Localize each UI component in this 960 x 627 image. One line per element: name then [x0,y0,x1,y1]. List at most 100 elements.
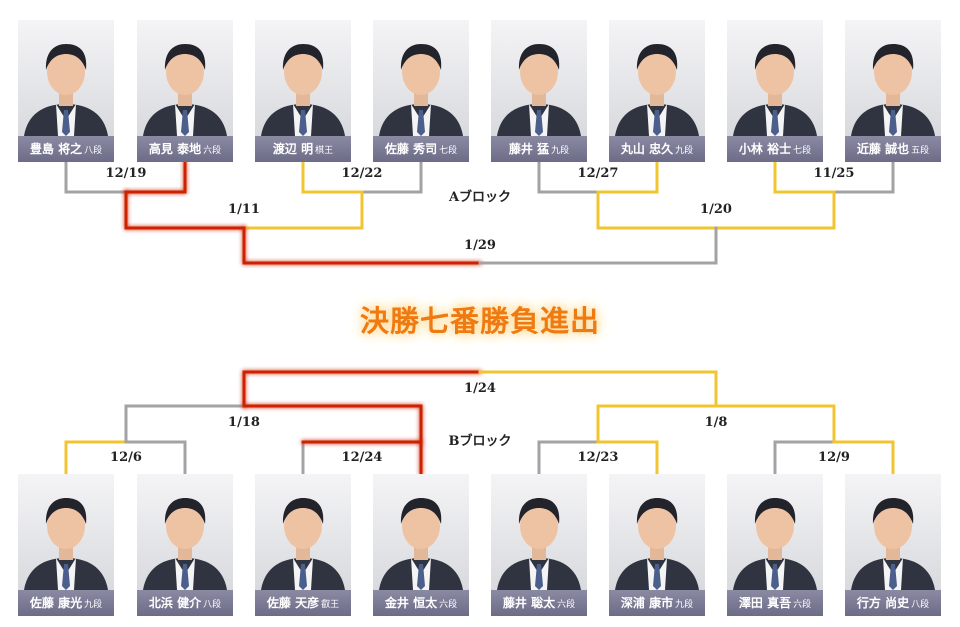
player-card-a-6[interactable]: 丸山 忠久九段 [609,20,705,162]
player-name: 豊島 将之 [29,142,83,156]
b-r1-m3-right [596,440,659,476]
player-card-b-5[interactable]: 藤井 聡太六段 [491,474,587,616]
player-rank: 九段 [551,146,570,156]
player-name: 高見 泰地 [148,142,202,156]
portrait-photo [727,20,823,136]
player-rank: 叡王 [321,600,340,610]
date-a-r1-m2: 12/22 [341,166,383,181]
player-rank: 六段 [793,600,812,610]
nameplate: 澤田 真吾六段 [727,590,823,616]
b-r2-m2-right [714,404,836,444]
portrait-silhouette [615,44,699,136]
a-r1-m2-right [360,160,423,194]
player-card-b-8[interactable]: 行方 尚史八段 [845,474,941,616]
player-card-a-8[interactable]: 近藤 誠也五段 [845,20,941,162]
player-name: 小林 裕士 [738,142,792,156]
player-card-b-4[interactable]: 金井 恒太六段 [373,474,469,616]
date-a-r1-m1: 12/19 [105,166,147,181]
player-rank: 七段 [439,146,458,156]
player-card-b-3[interactable]: 佐藤 天彦叡王 [255,474,351,616]
portrait-photo [18,474,114,590]
player-card-a-5[interactable]: 藤井 猛九段 [491,20,587,162]
b-r1-m2-right [301,440,423,476]
player-name: 金井 恒太 [384,596,438,610]
date-b-r1-m2: 12/24 [341,450,383,465]
player-rank: 八段 [911,600,930,610]
portrait-photo [845,20,941,136]
player-rank: 五段 [911,146,930,156]
player-name: 佐藤 秀司 [384,142,438,156]
player-card-a-7[interactable]: 小林 裕士七段 [727,20,823,162]
block-b-label: Bブロック [448,434,512,449]
nameplate: 深浦 康市九段 [609,590,705,616]
player-rank: 九段 [84,600,103,610]
portrait-photo [373,474,469,590]
portrait-photo [491,20,587,136]
nameplate: 北浜 健介八段 [137,590,233,616]
player-card-b-7[interactable]: 澤田 真吾六段 [727,474,823,616]
portrait-photo [255,20,351,136]
nameplate: 藤井 猛九段 [491,136,587,162]
date-b-r2-m1: 1/18 [228,415,260,430]
b-r1-m3-left [537,440,600,476]
player-name: 佐藤 天彦 [266,596,320,610]
player-name: 藤井 猛 [508,142,550,156]
portrait-photo [255,474,351,590]
portrait-silhouette [261,498,345,590]
a-r1-m1-left [64,160,128,194]
portrait-photo [609,474,705,590]
player-rank: 八段 [203,600,222,610]
b-r2-m1-right [242,404,423,444]
player-card-b-2[interactable]: 北浜 健介八段 [137,474,233,616]
player-rank: 七段 [793,146,812,156]
nameplate: 金井 恒太六段 [373,590,469,616]
a-r2-m2-left [596,190,718,230]
portrait-silhouette [379,498,463,590]
portrait-silhouette [497,498,581,590]
portrait-silhouette [143,44,227,136]
nameplate: 近藤 誠也五段 [845,136,941,162]
player-name: 渡辺 明 [272,142,314,156]
portrait-silhouette [851,498,935,590]
date-b-r1-m4: 12/9 [818,450,850,465]
portrait-silhouette [261,44,345,136]
player-name: 深浦 康市 [620,596,674,610]
player-card-a-3[interactable]: 渡辺 明棋王 [255,20,351,162]
portrait-silhouette [143,498,227,590]
date-b-final: 1/24 [464,381,496,396]
a-final-left [242,226,482,265]
player-name: 近藤 誠也 [856,142,910,156]
player-rank: 六段 [203,146,222,156]
portrait-silhouette [733,44,817,136]
player-card-a-2[interactable]: 高見 泰地六段 [137,20,233,162]
portrait-photo [373,20,469,136]
b-final-left [242,370,482,408]
nameplate: 小林 裕士七段 [727,136,823,162]
portrait-silhouette [24,498,108,590]
nameplate: 丸山 忠久九段 [609,136,705,162]
b-final-right [478,370,718,408]
a-r1-m3-right [596,160,659,194]
date-a-final: 1/29 [464,238,496,253]
date-b-r2-m2: 1/8 [704,415,728,430]
nameplate: 高見 泰地六段 [137,136,233,162]
portrait-photo [18,20,114,136]
portrait-silhouette [379,44,463,136]
portrait-silhouette [497,44,581,136]
b-r1-m4-right [832,440,895,476]
player-card-a-4[interactable]: 佐藤 秀司七段 [373,20,469,162]
player-card-a-1[interactable]: 豊島 将之八段 [18,20,114,162]
date-a-r2-m2: 1/20 [700,202,732,217]
date-a-r1-m3: 12/27 [577,166,619,181]
player-card-b-6[interactable]: 深浦 康市九段 [609,474,705,616]
portrait-photo [845,474,941,590]
portrait-silhouette [24,44,108,136]
portrait-silhouette [851,44,935,136]
player-card-b-1[interactable]: 佐藤 康光九段 [18,474,114,616]
date-a-r1-m4: 11/25 [813,166,855,181]
a-r1-m2-left [301,160,364,194]
player-rank: 六段 [439,600,458,610]
portrait-photo [609,20,705,136]
player-rank: 九段 [675,146,694,156]
